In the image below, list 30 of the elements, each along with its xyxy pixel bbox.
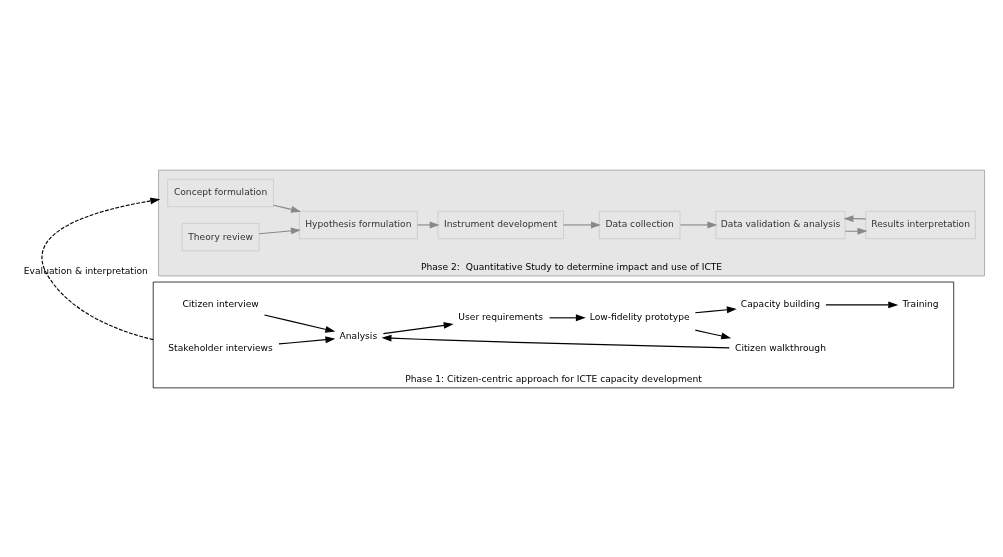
arrow [258,226,301,234]
arrow [263,313,336,333]
node-text: Training [902,298,939,309]
arrow [694,329,732,339]
node-text: Citizen walkthrough [735,342,826,353]
node-text: Analysis [339,330,378,341]
node-text: User requirements [458,311,544,322]
node-box: Results interpretation [865,210,976,239]
node-box: Concept formulation [167,178,274,207]
arrow [278,335,336,344]
node-box: Hypothesis formulation [299,210,418,239]
arrow [694,305,737,313]
arrow [825,300,899,308]
node-box: Data collection [598,210,681,239]
arrow [549,313,586,321]
node-box: Theory review [181,222,260,251]
arrow [382,321,454,334]
arrow [563,220,601,228]
node-text: Stakeholder interviews [168,342,273,353]
node-box: Instrument development [437,210,564,239]
arrow [381,334,730,348]
node-text: Citizen interview [182,298,259,309]
arrow [679,220,718,228]
arrow [41,197,161,340]
node-box: Data validation & analysis [715,210,846,239]
edge-label: Evaluation & interpretation [23,265,148,276]
arrow [416,220,440,228]
arrow [273,204,301,213]
node-text: Capacity building [740,298,821,309]
node-text: Low-fidelity prototype [589,311,690,322]
